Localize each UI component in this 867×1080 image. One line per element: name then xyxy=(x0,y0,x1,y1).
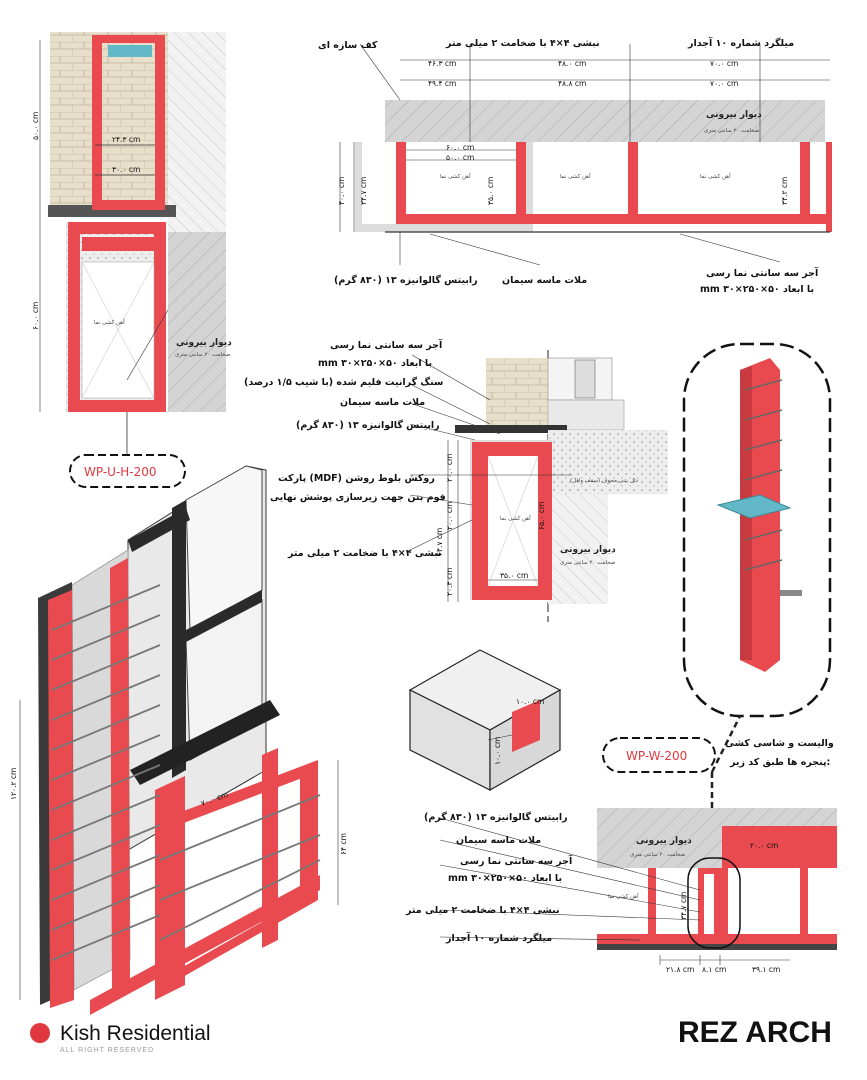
top-milgard-label: میلگرد شماره ۱۰ آجدار xyxy=(687,36,794,49)
top-rabitz-label: رابیتس گالوانیزه ۱۳ (۸۳۰ گرم) xyxy=(334,274,478,286)
tag-right: WP-W-200 xyxy=(626,749,687,763)
bottom-nabshi-label: نبشی ۴×۴ با ضخامت ۲ میلی متر xyxy=(405,905,560,916)
dim-top-v35: ۳۵.۰ cm xyxy=(486,177,495,205)
top-ajor1-label: آجر سه سانتی نما رسی xyxy=(706,266,819,279)
mid-sang-label: سنگ گرانیت فلیم شده (با شیب ۱/۵ درصد) xyxy=(244,376,443,388)
left-section-detail xyxy=(39,32,226,455)
dim-bot-8: ۸.۱ cm xyxy=(702,965,726,974)
dim-bot-34: ۳۴.۷ cm xyxy=(679,892,688,920)
dim-bot-21: ۲۱.۸ cm xyxy=(666,965,694,974)
dim-left-50: ۵۰.۰ cm xyxy=(31,112,40,140)
bottom-ajor1-label: آجر سه سانتی نما رسی xyxy=(460,854,573,867)
top-kaf-label: کف سازه ای xyxy=(318,40,378,51)
dim-iso-64: ۶۴ cm xyxy=(339,833,348,855)
box-detail xyxy=(408,649,562,792)
top-wall-label: دیوار بیرونی xyxy=(706,110,762,120)
brand-name: Kish Residential xyxy=(60,1022,211,1045)
mid-ahan-label: آهن کشی نما xyxy=(500,515,531,522)
bottom-milgard-label: میلگرد شماره ۱۰ آجدار xyxy=(445,931,552,944)
dim-mid-35: ۳۵.۰ cm xyxy=(500,571,528,580)
dim-mid-64: ۶۴.۷ cm xyxy=(435,528,444,556)
dim-top-50: ۵۰.۰ cm xyxy=(446,153,474,162)
wallist-label-2: پنجره ها طبق کد زیر: xyxy=(729,757,830,768)
dim-top-v34b: ۳۴.۲ cm xyxy=(780,177,789,205)
isometric-facade xyxy=(38,465,320,1015)
dim-top-60: ۶۰.۰ cm xyxy=(446,143,474,152)
top-ahan-1: آهن کشی نما xyxy=(440,173,471,180)
dim-top-48b: ۴۸.۸ cm xyxy=(558,79,586,88)
dim-iso-120: ۱۲۰.۲ cm xyxy=(9,768,18,800)
bottom-ahan-label: آهن کشی نما xyxy=(608,893,639,900)
dim-mid-20a: ۲۰.۰ cm xyxy=(445,454,454,482)
top-wall-sub: ضخامت ۲۰ سانتی متری xyxy=(704,128,760,134)
wallist-label: والیست و شاسی کشی xyxy=(725,738,834,749)
mid-ajor2-label: mm با ابعاد ۵۰×۲۵۰×۳۰ xyxy=(318,358,432,369)
brand-logo: REZ ARCH xyxy=(678,1016,832,1049)
dim-top-70b: ۷۰.۰ cm xyxy=(710,79,738,88)
middle-section-detail xyxy=(409,350,668,622)
dim-bot-39: ۳۹.۱ cm xyxy=(752,965,780,974)
brand-dot-icon xyxy=(30,1023,50,1043)
dim-left-30: ۳۰.۰ cm xyxy=(112,165,140,174)
dim-mid-20b: ۲۰.۰ cm xyxy=(445,502,454,530)
left-wall-sub: ضخامت ۲۰ سانتی متری xyxy=(175,352,231,358)
mid-ajor1-label: آجر سه سانتی نما رسی xyxy=(330,338,443,351)
mid-wall-label: دیوار بیرونی xyxy=(560,545,616,555)
dim-top-48: ۴۸.۰ cm xyxy=(558,59,586,68)
dim-left-60: ۶۰.۰ cm xyxy=(31,302,40,330)
mid-foam-label: فوم بتن جهت زیرسازی پوشش نهایی xyxy=(270,492,446,503)
tag-left-frame xyxy=(69,454,186,488)
mid-nabshi-label: نبشی ۴×۴ با ضخامت ۲ میلی متر xyxy=(287,548,442,559)
facade-rebar xyxy=(51,584,321,961)
mid-malat-label: ملات ماسه سیمان xyxy=(340,397,425,408)
top-nabshi-label: نبشی ۴×۴ با ضخامت ۲ میلی متر xyxy=(445,38,600,49)
top-malat-label: ملات ماسه سیمان xyxy=(502,275,587,286)
dim-mid-20c: ۲۰.۳ cm xyxy=(445,568,454,596)
dim-bot-20: ۲۰.۰ cm xyxy=(750,841,778,850)
dim-top-49: ۴۹.۴ cm xyxy=(428,79,456,88)
mid-wall-sub: ضخامت ۲۰ سانتی متری xyxy=(560,560,616,566)
dim-top-46: ۴۶.۳ cm xyxy=(428,59,456,68)
bottom-rabitz-label: رابیتس گالوانیزه ۱۳ (۸۳۰ گرم) xyxy=(424,811,568,823)
mid-rabitz-label: رابیتس گالوانیزه ۱۳ (۸۳۰ گرم) xyxy=(296,419,440,431)
top-ajor2-label: mm با ابعاد ۵۰×۲۵۰×۳۰ xyxy=(700,284,814,295)
mid-dal-label: دال بتنی مجوف (سقف وافل) xyxy=(570,478,638,484)
brand-sub: ALL RIGHT RESERVED xyxy=(60,1047,154,1054)
top-ahan-3: آهن کشی نما xyxy=(700,173,731,180)
top-plan-detail xyxy=(339,43,832,266)
dim-box-10a: ۱۰.۰ cm xyxy=(516,697,544,706)
bottom-wall-label: دیوار بیرونی xyxy=(636,836,692,846)
tag-left: WP-U-H-200 xyxy=(84,465,157,479)
dim-top-70a: ۷۰.۰ cm xyxy=(710,59,738,68)
dim-mid-65: ۶۵.۰ cm xyxy=(537,502,546,530)
tag-right-leader xyxy=(710,715,742,773)
bottom-wall-sub: ضخامت ۲۰ سانتی متری xyxy=(630,852,686,858)
mid-parket-label: پارکت (MDF) روکش بلوط روشن xyxy=(278,473,435,484)
dim-top-v34: ۳۴.۷ cm xyxy=(359,177,368,205)
dim-top-v40: ۴۰.۰ cm xyxy=(337,177,346,205)
column-detail xyxy=(716,358,802,672)
left-wall-label: دیوار بیرونی xyxy=(176,338,232,348)
dim-left-24: ۲۴.۳ cm xyxy=(112,135,140,144)
bottom-ajor2-label: mm با ابعاد ۵۰×۲۵۰×۳۰ xyxy=(448,873,562,884)
tag-right-frame xyxy=(602,737,716,773)
top-ahan-2: آهن کشی نما xyxy=(560,173,591,180)
bottom-malat-label: ملات ماسه سیمان xyxy=(456,835,541,846)
bottom-plan-detail xyxy=(439,808,837,965)
dim-box-10b: ۱۰.۰ cm xyxy=(493,737,502,765)
left-ahan-label: آهن کشی نما xyxy=(94,319,125,326)
